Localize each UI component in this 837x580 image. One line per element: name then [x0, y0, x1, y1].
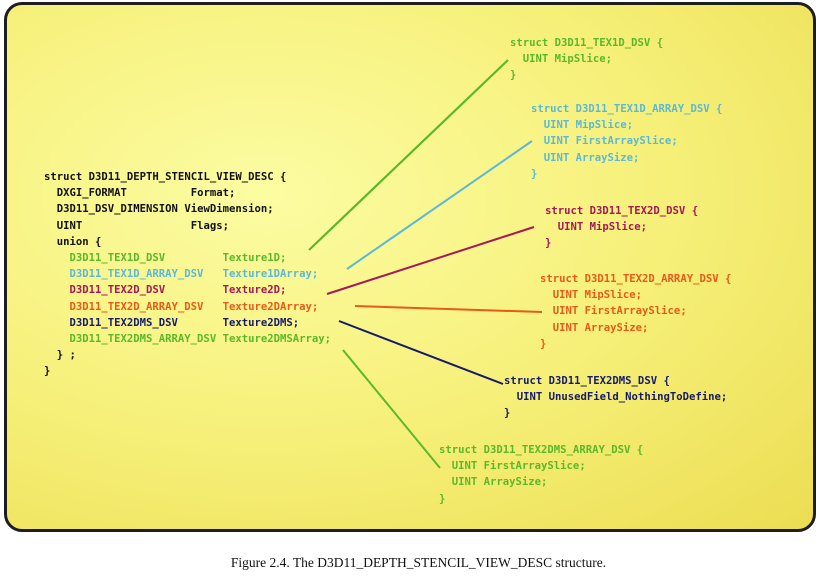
struct-line: UINT UnusedField_NothingToDefine;: [504, 391, 728, 404]
struct-line: UINT MipSlice;: [531, 119, 634, 132]
struct-line: UINT ArraySize;: [540, 321, 649, 334]
connector-tex2d-array: [354, 305, 543, 313]
connector-tex2d: [326, 226, 535, 295]
diagram-panel: struct D3D11_DEPTH_STENCIL_VIEW_DESC { D…: [4, 2, 816, 532]
struct-tex2dms-dsv: struct D3D11_TEX2DMS_DSV { UINT UnusedFi…: [504, 373, 727, 422]
struct-line: UINT ArraySize;: [531, 151, 640, 164]
struct-line: UINT FirstArraySlice;: [531, 135, 678, 148]
union-member-type: D3D11_TEX2D_ARRAY_DSV: [69, 300, 204, 313]
union-member-tex2dms-array: D3D11_TEX2DMS_ARRAY_DSV Texture2DMSArray;: [44, 331, 332, 347]
struct-line: UINT MipSlice;: [545, 221, 648, 234]
union-member-tex2dms: D3D11_TEX2DMS_DSV Texture2DMS;: [44, 315, 331, 331]
union-member-type: D3D11_TEX1D_DSV: [69, 252, 166, 265]
union-member-name: Texture1D;: [222, 252, 287, 265]
union-member-type: D3D11_TEX2DMS_ARRAY_DSV: [69, 333, 217, 346]
main-struct-line: } ;: [44, 349, 76, 362]
union-member-name: Texture1DArray;: [222, 268, 319, 281]
union-member-tex2d-array: D3D11_TEX2D_ARRAY_DSV Texture2DArray;: [44, 299, 331, 315]
union-member-tex2d: D3D11_TEX2D_DSV Texture2D;: [44, 282, 331, 298]
main-struct-line: }: [44, 365, 51, 378]
main-struct-line: union {: [44, 235, 102, 248]
main-struct-line: D3D11_DSV_DIMENSION ViewDimension;: [44, 203, 274, 216]
main-struct-code: struct D3D11_DEPTH_STENCIL_VIEW_DESC { D…: [44, 169, 331, 380]
union-member-type: D3D11_TEX2DMS_DSV: [69, 316, 178, 329]
struct-line: }: [531, 167, 538, 180]
union-member-tex1d-array: D3D11_TEX1D_ARRAY_DSV Texture1DArray;: [44, 266, 331, 282]
struct-line: UINT FirstArraySlice;: [439, 460, 586, 473]
struct-line: }: [545, 237, 552, 250]
union-member-name: Texture2DArray;: [222, 300, 319, 313]
connector-tex1d-array: [346, 140, 533, 270]
main-struct-line: DXGI_FORMAT Format;: [44, 187, 236, 200]
struct-line: }: [439, 492, 446, 505]
struct-tex1d-dsv: struct D3D11_TEX1D_DSV { UINT MipSlice; …: [510, 35, 663, 84]
union-member-type: D3D11_TEX2D_DSV: [69, 284, 166, 297]
union-member-name: Texture2DMSArray;: [222, 333, 331, 346]
struct-line: }: [510, 69, 517, 82]
struct-line: struct D3D11_TEX1D_ARRAY_DSV {: [531, 103, 723, 115]
connector-lines: [308, 59, 543, 469]
connector-tex2dms: [338, 320, 504, 385]
union-member-name: Texture2DMS;: [222, 316, 300, 329]
struct-line: struct D3D11_TEX2D_ARRAY_DSV {: [540, 273, 732, 285]
figure-caption: Figure 2.4. The D3D11_DEPTH_STENCIL_VIEW…: [230, 555, 607, 570]
union-member-type: D3D11_TEX1D_ARRAY_DSV: [69, 268, 204, 281]
struct-line: UINT FirstArraySlice;: [540, 305, 687, 318]
struct-tex1d-array-dsv: struct D3D11_TEX1D_ARRAY_DSV { UINT MipS…: [531, 101, 722, 182]
connector-tex2dms-array: [342, 349, 441, 469]
struct-line: }: [504, 407, 511, 420]
struct-tex2d-array-dsv: struct D3D11_TEX2D_ARRAY_DSV { UINT MipS…: [540, 271, 731, 352]
struct-line: UINT MipSlice;: [540, 289, 643, 302]
connector-tex1d: [308, 59, 509, 251]
main-struct-line: UINT Flags;: [44, 219, 229, 232]
struct-line: struct D3D11_TEX2DMS_ARRAY_DSV {: [439, 444, 644, 456]
struct-line: UINT MipSlice;: [510, 53, 613, 66]
main-struct-line: struct D3D11_DEPTH_STENCIL_VIEW_DESC {: [44, 171, 287, 183]
struct-line: struct D3D11_TEX2D_DSV {: [545, 205, 699, 217]
struct-tex2d-dsv: struct D3D11_TEX2D_DSV { UINT MipSlice; …: [545, 203, 698, 252]
struct-line: struct D3D11_TEX2DMS_DSV {: [504, 375, 670, 387]
union-member-name: Texture2D;: [222, 284, 287, 297]
union-member-tex1d: D3D11_TEX1D_DSV Texture1D;: [44, 250, 331, 266]
struct-line: UINT ArraySize;: [439, 476, 548, 489]
struct-line: struct D3D11_TEX1D_DSV {: [510, 37, 664, 49]
struct-tex2dms-array-dsv: struct D3D11_TEX2DMS_ARRAY_DSV { UINT Fi…: [439, 442, 643, 507]
struct-line: }: [540, 337, 547, 350]
